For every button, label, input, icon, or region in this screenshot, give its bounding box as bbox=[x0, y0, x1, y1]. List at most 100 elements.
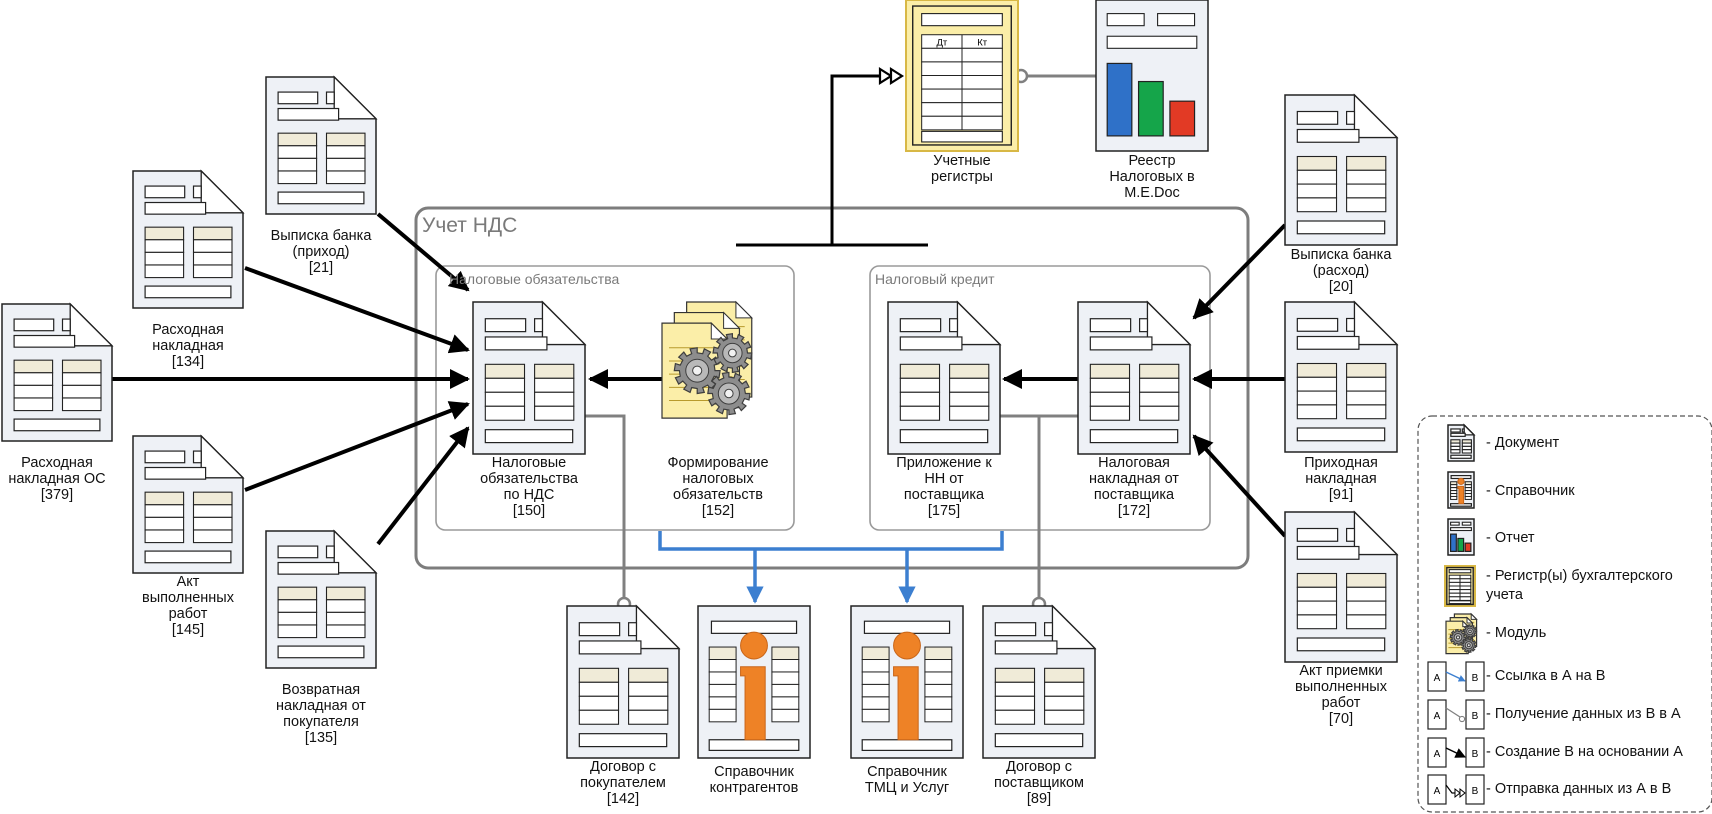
label-line: работ bbox=[1321, 695, 1361, 711]
label-line: Приложение к bbox=[896, 455, 992, 471]
label-line: [70] bbox=[1328, 711, 1354, 727]
doc-contract-buyer-icon[interactable] bbox=[566, 604, 681, 759]
doc-contract-supplier-icon[interactable] bbox=[982, 604, 1097, 759]
legend-report-icon[interactable] bbox=[1447, 518, 1475, 556]
label-line: [135] bbox=[304, 730, 338, 746]
label-line: [89] bbox=[1026, 791, 1052, 807]
doc-sales-invoice-icon[interactable] bbox=[132, 169, 245, 309]
registers-reestr-data-link bbox=[1013, 68, 1096, 84]
label-line: [142] bbox=[606, 791, 640, 807]
legend-module-label: - Модуль bbox=[1486, 625, 1547, 641]
label-line: [150] bbox=[512, 503, 546, 519]
label-line: обязательства bbox=[480, 471, 578, 487]
doc-appendix-nn-icon[interactable] bbox=[887, 300, 1002, 455]
arrow-return-to-oblig bbox=[376, 426, 470, 546]
label-line: [379] bbox=[40, 487, 74, 503]
doc-bank-statement-in-icon[interactable] bbox=[265, 75, 378, 215]
doc-tax-invoice-icon[interactable] bbox=[1077, 300, 1192, 455]
label-line: накладная bbox=[1305, 471, 1377, 487]
ref-goods-services-icon[interactable] bbox=[850, 605, 964, 759]
legend-letter-b: B bbox=[1472, 749, 1479, 760]
label-bank-in: Выписка банка(приход)[21] bbox=[231, 228, 411, 276]
legend-send-label: - Отправка данных из А в В bbox=[1486, 781, 1672, 797]
label-line: накладная от bbox=[276, 698, 366, 714]
label-line: покупателем bbox=[580, 775, 666, 791]
label-line: M.E.Doc bbox=[1124, 185, 1180, 201]
label-line: НН от bbox=[924, 471, 964, 487]
label-line: Налоговых в bbox=[1109, 169, 1195, 185]
tax-credit-title: Налоговый кредит bbox=[875, 271, 995, 287]
label-line: выполненных bbox=[142, 590, 234, 606]
doc-return-invoice-icon[interactable] bbox=[265, 529, 378, 669]
label-line: контрагентов bbox=[709, 780, 799, 796]
arrow-sales-to-oblig bbox=[244, 266, 470, 354]
label-line: обязательств bbox=[673, 487, 763, 503]
legend-get-data-label: - Получение данных из В в А bbox=[1486, 706, 1681, 722]
legend-report-label: - Отчет bbox=[1486, 530, 1535, 546]
arrow-accept-to-taxinv bbox=[1192, 434, 1287, 538]
legend-frame bbox=[1417, 415, 1712, 813]
arrow-bank-in-to-oblig bbox=[376, 212, 470, 292]
doc-sales-invoice-fa-icon[interactable] bbox=[1, 302, 114, 442]
label-line: Договор с bbox=[589, 759, 657, 775]
label-line: ТМЦ и Услуг bbox=[864, 780, 950, 796]
ref-counterparties-icon[interactable] bbox=[697, 605, 811, 759]
label-line: Реестр bbox=[1128, 153, 1176, 169]
doc-receipt-invoice-icon[interactable] bbox=[1284, 300, 1399, 453]
label-line: [175] bbox=[927, 503, 961, 519]
doc-act-works-icon[interactable] bbox=[132, 434, 245, 574]
report-reestr-mdoc-icon[interactable] bbox=[1095, 0, 1209, 152]
label-line: Налоговые bbox=[491, 455, 567, 471]
send-to-registers-connector bbox=[736, 66, 928, 247]
label-line: налоговых bbox=[682, 471, 754, 487]
label-line: [134] bbox=[171, 354, 205, 370]
label-line: Налоговая bbox=[1098, 455, 1170, 471]
module-form-obligations-icon[interactable] bbox=[661, 300, 753, 419]
label-line: работ bbox=[168, 606, 208, 622]
label-line: Выписка банка bbox=[1290, 247, 1392, 263]
legend-link-label: - Ссылка в А на В bbox=[1486, 668, 1606, 684]
legend-letter-a: A bbox=[1434, 786, 1441, 797]
register-col-dt: Дт bbox=[936, 37, 947, 48]
label-line: (приход) bbox=[292, 244, 350, 260]
label-line: Возвратная bbox=[281, 682, 361, 698]
legend-letter-b: B bbox=[1472, 711, 1479, 722]
label-line: Договор с bbox=[1005, 759, 1073, 775]
legend-document-icon[interactable] bbox=[1447, 423, 1476, 462]
legend-module-icon[interactable] bbox=[1445, 612, 1478, 655]
label-line: регистры bbox=[931, 169, 993, 185]
legend-register-label-2: учета bbox=[1486, 587, 1523, 603]
doc-vat-obligations-icon[interactable] bbox=[472, 300, 587, 455]
label-line: Акт bbox=[176, 574, 200, 590]
label-line: [172] bbox=[1117, 503, 1151, 519]
legend-letter-a: A bbox=[1434, 711, 1441, 722]
tax-obligations-area bbox=[435, 265, 795, 531]
label-line: Формирование bbox=[667, 455, 769, 471]
doc-act-acceptance-icon[interactable] bbox=[1284, 510, 1399, 663]
label-line: выполненных bbox=[1295, 679, 1387, 695]
legend-register-label: - Регистр(ы) бухгалтерского bbox=[1486, 568, 1673, 584]
legend-letter-b: B bbox=[1472, 673, 1479, 684]
doc-bank-statement-out-icon[interactable] bbox=[1284, 93, 1399, 246]
label-line: Выписка банка bbox=[270, 228, 372, 244]
legend-register-icon[interactable] bbox=[1444, 565, 1476, 607]
legend-directory-icon[interactable] bbox=[1447, 471, 1475, 509]
